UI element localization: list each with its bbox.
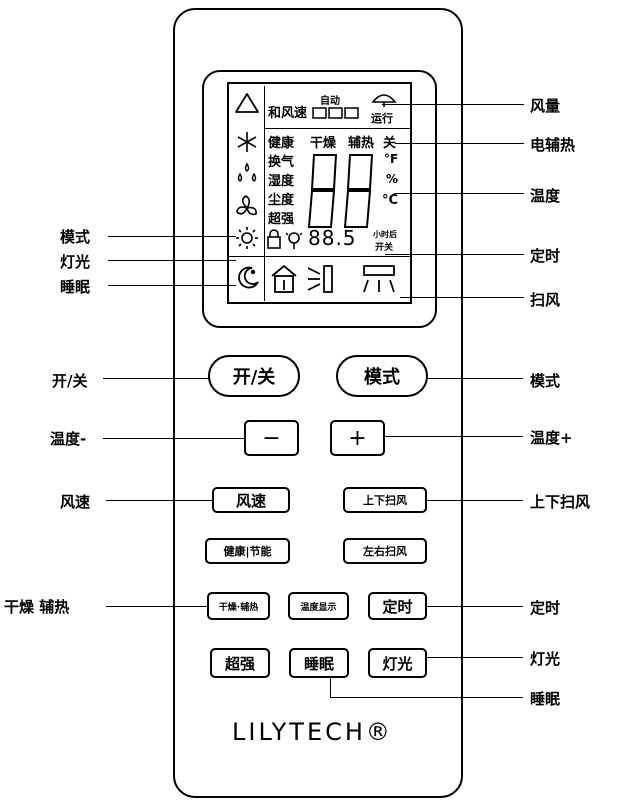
mode-icons-column [235,93,259,289]
callout-sleep-right: 睡眠 [530,690,561,708]
mode-button[interactable]: 模式 [336,355,428,397]
callout-timer2: 定时 [530,599,561,617]
callout-timer: 定时 [530,247,561,265]
leader-light-left [108,260,236,261]
lcd-dust: 尘度 [268,193,295,208]
leader-fan-speed [106,500,213,501]
umbrella-icon [371,94,397,107]
callout-temp-plus: 温度+ [530,429,573,447]
callout-mode-right: 模式 [530,372,561,390]
leader-sleep-right [330,697,523,698]
callout-temp-minus: 温度- [50,430,87,448]
lcd-bezel [202,70,437,328]
lcd-off: 关 [383,136,397,151]
lcd-auto: 自动 [320,96,340,107]
temp-plus-button[interactable]: + [330,420,385,456]
callout-fan-volume: 风量 [530,97,561,115]
leader-aux-heat [395,143,524,144]
leader-mode-right [428,378,523,379]
callout-mode-left: 模式 [60,228,91,246]
brand-logo: LILYTECH® [232,718,393,746]
remote-body [173,8,463,798]
sun-icon [236,227,258,249]
lcd-humidity: 湿度 [268,174,295,189]
leftright-swing-button[interactable]: 左右扫风 [343,538,427,564]
lcd-dry: 干燥 [310,136,337,151]
leader-dry-heat [106,606,208,607]
lcd-super: 超强 [268,212,295,227]
lcd-ventilate: 换气 [268,155,295,170]
leader-updown-swing [427,500,523,501]
snowflake-icon [237,132,257,152]
power-button[interactable]: 开/关 [208,355,300,397]
callout-sleep-left: 睡眠 [60,278,91,296]
callout-updown-swing: 上下扫风 [530,493,591,511]
lcd-unit-f: °F [384,152,399,166]
leader-temperature [394,193,524,194]
house-icon [271,264,297,293]
callout-dry-heat: 干燥 辅热 [4,598,70,616]
lcd-hours-later: 小时后 [373,230,397,239]
lcd-unit-pct: % [386,172,399,186]
callout-power-left: 开/关 [52,372,88,390]
fan-level-bars-icon [312,107,359,119]
leader-fan-volume [382,104,524,105]
leader-power-left [103,378,209,379]
callout-swing: 扫风 [530,291,561,309]
light-button[interactable]: 灯光 [368,648,427,678]
lcd-divider-top [264,128,410,129]
lcd-bottom-icons [271,264,395,293]
leader-light-right [427,657,523,658]
dry-heat-button[interactable]: 干燥·辅热 [207,592,270,620]
lcd-aux-heat: 辅热 [348,136,375,151]
fan-icon [236,195,257,216]
lcd-run: 运行 [371,112,393,125]
sleep-button[interactable]: 睡眠 [289,648,349,678]
super-button[interactable]: 超强 [210,648,270,678]
lcd-divider-bottom [229,256,410,257]
leader-sleep-right-vertical [330,678,331,697]
callout-light-right: 灯光 [530,650,561,668]
lcd-gentle-wind: 和风速 [268,106,308,121]
auto-mode-icon [235,93,259,113]
updown-swing-button[interactable]: 上下扫风 [343,487,427,513]
lock-bulb-icons [267,229,303,249]
temp-display-button[interactable]: 温度显示 [288,592,349,620]
drops-icon [237,162,257,182]
leader-swing [400,297,524,298]
callout-temperature: 温度 [530,187,561,205]
leader-timer2 [427,606,523,607]
moon-icon [238,266,259,289]
horizontal-swing-icon [363,265,395,293]
leader-timer [385,254,524,255]
leader-temp-minus [103,438,245,439]
lcd-on-off: 开关 [375,243,394,253]
fan-speed-button[interactable]: 风速 [212,487,290,513]
vertical-swing-icon [307,265,333,293]
temp-minus-button[interactable]: − [244,420,299,456]
lcd-health: 健康 [268,136,295,151]
callout-fan-speed: 风速 [60,493,91,511]
lcd-big-digits [307,154,374,228]
lcd-divider-vertical [264,86,265,301]
lcd-timer-value: 88.5 [308,226,357,250]
leader-sleep-left [108,285,236,286]
callout-light-left: 灯光 [60,253,91,271]
health-save-button[interactable]: 健康|节能 [205,538,290,564]
timer-button[interactable]: 定时 [368,592,427,620]
leader-mode-left [108,236,236,237]
callout-aux-heat: 电辅热 [530,136,576,154]
leader-temp-plus [385,436,523,437]
lcd-unit-c: °C [382,193,399,208]
